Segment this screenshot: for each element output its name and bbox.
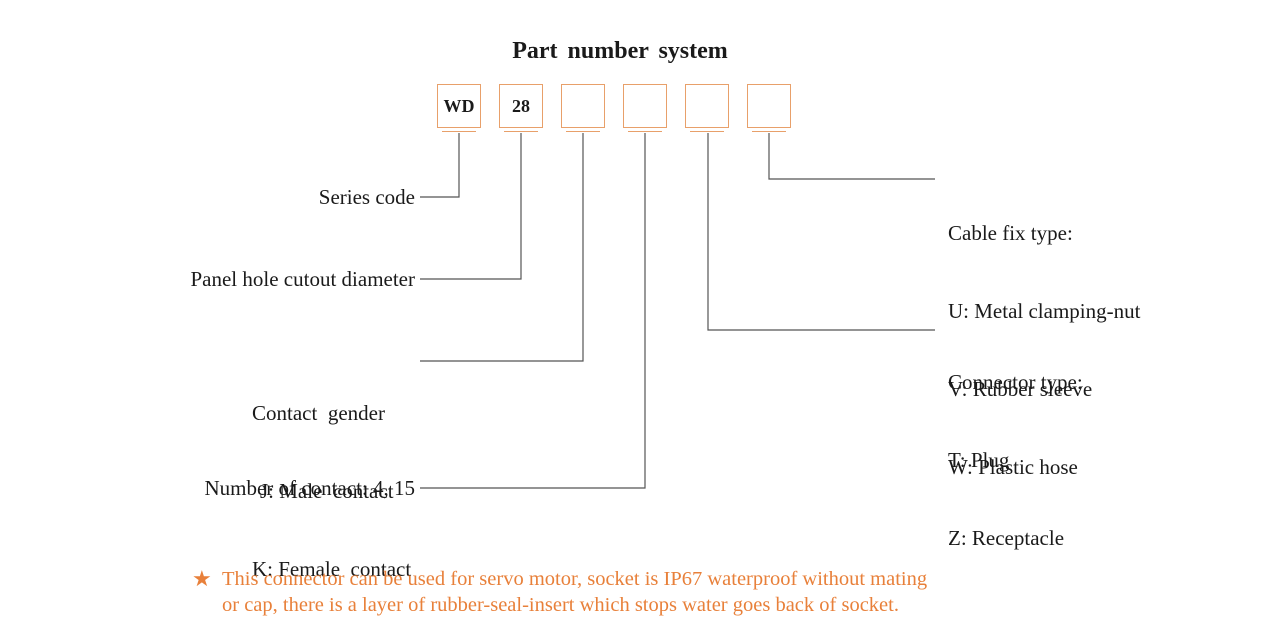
label-contact-gender: Contact gender J: Male contact K: Female… — [252, 348, 411, 608]
waterproof-note: ★ This connector can be used for servo m… — [192, 566, 1192, 618]
label-connector-type: Connector type: T: Plug Z: Receptacle — [948, 317, 1083, 577]
label-number-of-contact: Number of contact: 4, 15 — [204, 476, 415, 500]
code-box-connector-type — [685, 84, 729, 132]
star-icon: ★ — [192, 566, 212, 591]
diagram-title: Part number system — [512, 38, 728, 64]
connector-type-option-t: T: Plug — [948, 448, 1010, 472]
label-series-code: Series code — [318, 185, 415, 209]
leader-line-diameter — [420, 133, 522, 280]
contact-gender-option-j: J: Male contact — [260, 479, 394, 503]
note-line-1: This connector can be used for servo mot… — [222, 568, 928, 590]
note-line-2: or cap, there is a layer of rubber-seal-… — [222, 594, 899, 616]
cable-fix-heading: Cable fix type: — [948, 221, 1073, 245]
contact-gender-option-k: K: Female contact — [252, 557, 412, 581]
code-box-gender — [561, 84, 605, 132]
code-box-cable-fix — [747, 84, 791, 132]
label-cable-fix-type: Cable fix type: U: Metal clamping-nut V:… — [948, 168, 1140, 506]
code-box-contacts — [623, 84, 667, 132]
leader-line-cable-fix — [768, 133, 935, 180]
leader-line-series — [420, 133, 460, 198]
cable-fix-option-u: U: Metal clamping-nut — [948, 299, 1141, 323]
code-box-diameter: 28 — [499, 84, 543, 132]
contact-gender-heading: Contact gender — [252, 401, 385, 425]
leader-line-gender — [420, 133, 584, 362]
connector-type-option-z: Z: Receptacle — [948, 526, 1065, 550]
connector-type-heading: Connector type: — [948, 370, 1083, 394]
code-box-series: WD — [437, 84, 481, 132]
cable-fix-option-v: V: Rubber sleeve — [948, 377, 1093, 401]
leader-line-contacts — [420, 133, 646, 489]
cable-fix-option-w: W: Plastic hose — [948, 455, 1078, 479]
leader-line-connector-type — [707, 133, 935, 331]
label-panel-hole: Panel hole cutout diameter — [190, 267, 415, 291]
